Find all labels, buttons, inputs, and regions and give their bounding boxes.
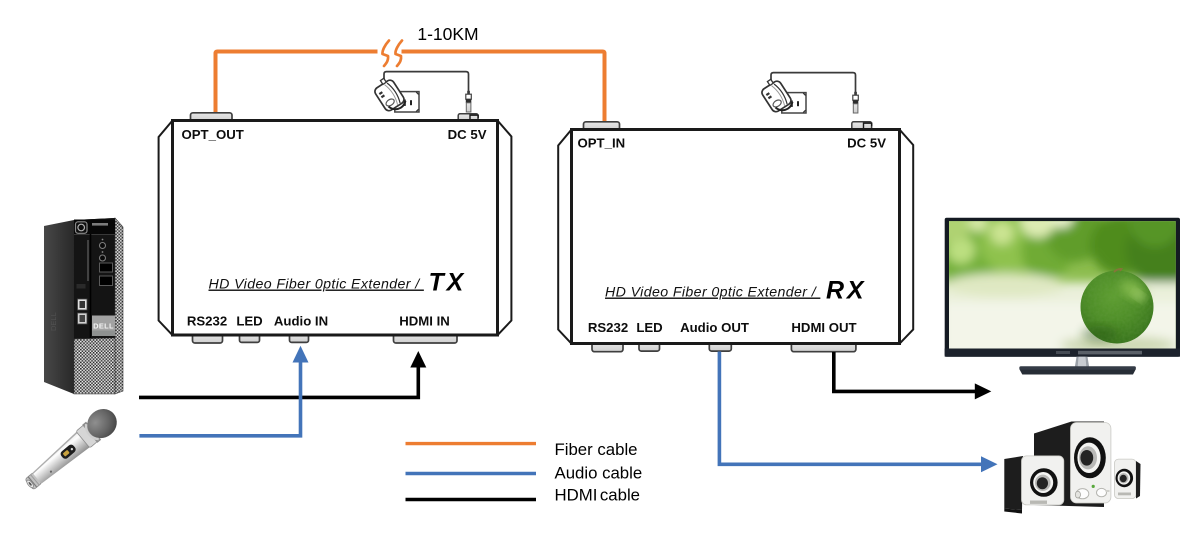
svg-text:LED: LED [236,314,262,329]
svg-text:DC 5V: DC 5V [847,136,886,151]
svg-text:RX: RX [826,277,866,305]
svg-text:RS232: RS232 [187,314,227,329]
svg-text:Audio IN: Audio IN [274,314,328,329]
svg-text:OPT_OUT: OPT_OUT [182,127,244,142]
svg-text:RS232: RS232 [588,320,628,335]
svg-text:DELL: DELL [49,312,58,331]
svg-text:OPT_IN: OPT_IN [578,136,626,151]
svg-text:Fiber cable: Fiber cable [555,440,638,459]
svg-text:1-10KM: 1-10KM [417,24,478,44]
svg-text:DELL: DELL [93,322,114,331]
svg-text:HD Video Fiber 0ptic Extender: HD Video Fiber 0ptic Extender / [605,285,820,301]
svg-text:HD Video Fiber 0ptic Extender: HD Video Fiber 0ptic Extender / [209,277,424,293]
svg-text:Audio cable: Audio cable [555,463,643,482]
svg-text:Audio OUT: Audio OUT [680,320,749,335]
svg-text:DC 5V: DC 5V [448,127,487,142]
svg-text:TX: TX [429,269,467,297]
svg-text:HDMI IN: HDMI IN [399,314,450,329]
svg-text:HDMI OUT: HDMI OUT [791,320,856,335]
svg-text:LED: LED [636,320,662,335]
